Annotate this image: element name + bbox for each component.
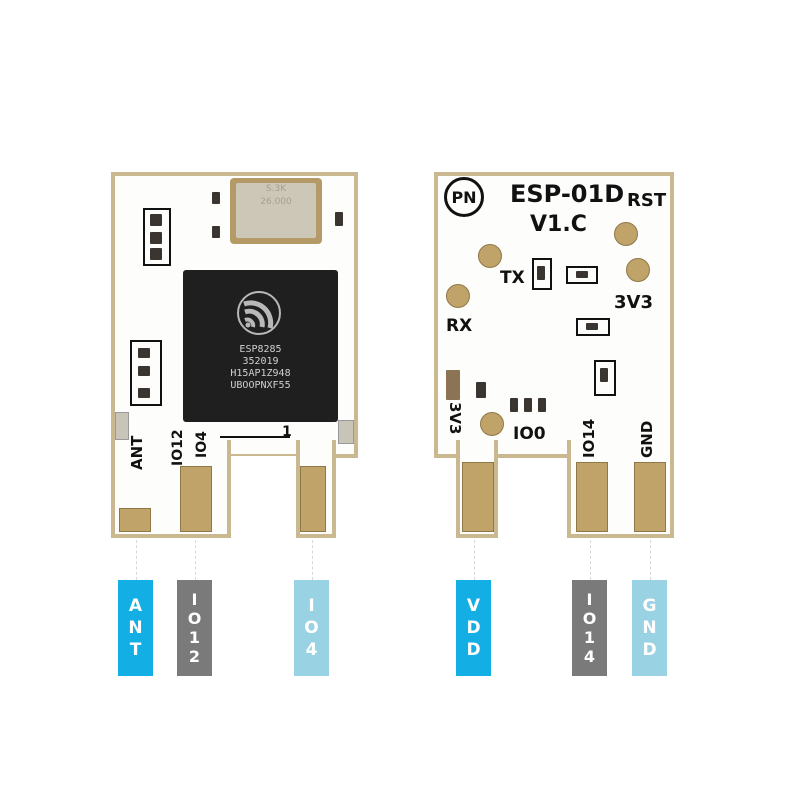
smd-component <box>476 382 486 398</box>
smd-component <box>538 398 546 412</box>
chip-line-2: 352019 <box>242 356 279 367</box>
crystal-oscillator: S.3K 26.000 <box>230 178 322 244</box>
smd-component <box>586 323 598 330</box>
silk-tx: TX <box>500 268 525 288</box>
pin-label-vdd: V D D <box>456 580 491 676</box>
leader-io12 <box>195 540 196 580</box>
component-outline <box>130 340 162 406</box>
silk-3v3-left: 3V3 <box>446 402 464 435</box>
pin1-marker-line <box>220 436 290 438</box>
silk-rst: RST <box>627 190 667 211</box>
component-outline <box>594 360 616 396</box>
pin-label-ant: A N T <box>118 580 153 676</box>
silk-io14: IO14 <box>580 418 598 458</box>
smd-component <box>138 388 150 398</box>
silk-ant: ANT <box>128 435 146 470</box>
silk-gnd: GND <box>638 420 656 458</box>
smd-component <box>576 271 588 278</box>
pad-gnd <box>634 462 666 532</box>
board-version: V1.C <box>530 212 587 237</box>
smd-component <box>212 192 220 204</box>
test-pad-tx <box>478 244 502 268</box>
component-outline <box>576 318 610 336</box>
smd-component <box>150 232 162 244</box>
smd-component <box>335 212 343 226</box>
silk-io4: IO4 <box>194 431 210 458</box>
test-pad-3v3 <box>626 258 650 282</box>
test-pad-rx <box>446 284 470 308</box>
chip-model: ESP8285 <box>239 344 282 355</box>
espressif-logo-icon <box>237 291 281 335</box>
leader-ant <box>136 540 137 580</box>
board-title: ESP-01D <box>510 180 625 208</box>
leader-io4 <box>312 540 313 580</box>
back-board <box>434 172 674 458</box>
component-outline <box>532 258 552 290</box>
pad-ant <box>119 508 151 532</box>
smd-capacitor <box>446 370 460 400</box>
pad-io12 <box>180 466 212 532</box>
crystal-text-2: 26.000 <box>260 197 292 207</box>
smd-component <box>138 348 150 358</box>
smd-component <box>150 214 162 226</box>
pn-logo-icon: PN <box>444 177 484 217</box>
smd-component <box>524 398 532 412</box>
pin-label-gnd: G N D <box>632 580 667 676</box>
pad-vdd <box>462 462 494 532</box>
edge-pad <box>115 412 129 440</box>
leader-gnd <box>650 540 651 580</box>
smd-component <box>212 226 220 238</box>
smd-component <box>150 248 162 260</box>
silk-io0: IO0 <box>513 424 546 444</box>
pin-label-io12: I O 1 2 <box>177 580 212 676</box>
test-pad-io0 <box>480 412 504 436</box>
test-pad-rst <box>614 222 638 246</box>
smd-component <box>537 266 545 280</box>
crystal-text-1: S.3K <box>265 184 287 194</box>
smd-component <box>600 368 608 382</box>
pad-io14 <box>576 462 608 532</box>
esp8285-chip: ESP8285 352019 H15AP1Z948 UBOOPNXF55 <box>183 270 338 422</box>
front-board-gap <box>231 456 296 546</box>
component-outline <box>143 208 171 266</box>
pad-io4 <box>300 466 326 532</box>
silk-pin1: 1 <box>282 424 292 440</box>
component-outline <box>566 266 598 284</box>
smd-component <box>138 366 150 376</box>
silk-io12: IO12 <box>170 429 186 466</box>
leader-io14 <box>590 540 591 580</box>
edge-pad <box>338 420 354 444</box>
silk-3v3-right: 3V3 <box>614 292 653 313</box>
chip-line-4: UBOOPNXF55 <box>230 380 291 391</box>
leader-vdd <box>474 540 475 580</box>
smd-component <box>510 398 518 412</box>
pin-label-io4: I O 4 <box>294 580 329 676</box>
silk-rx: RX <box>446 316 473 336</box>
chip-line-3: H15AP1Z948 <box>230 368 291 379</box>
pin-label-io14: I O 1 4 <box>572 580 607 676</box>
